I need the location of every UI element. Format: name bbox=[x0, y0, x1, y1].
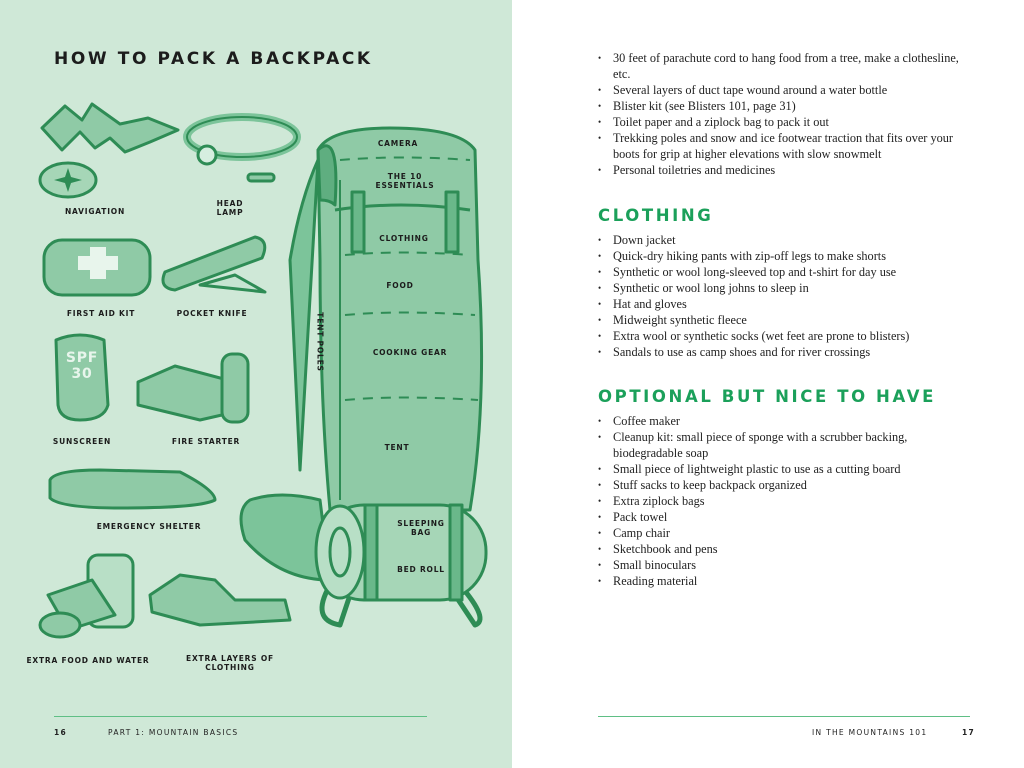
label-line: THE 10 bbox=[387, 172, 423, 181]
list-item: Cleanup kit: small piece of sponge with … bbox=[598, 429, 970, 461]
optional-list: Coffee makerCleanup kit: small piece of … bbox=[598, 413, 970, 589]
hip-belt bbox=[239, 493, 332, 582]
list-item: Sandals to use as camp shoes and for riv… bbox=[598, 344, 970, 360]
label-navigation: NAVIGATION bbox=[64, 207, 126, 216]
list-item: Extra wool or synthetic socks (wet feet … bbox=[598, 328, 970, 344]
clothing-icon bbox=[148, 573, 292, 627]
fire-starter-icon bbox=[136, 364, 237, 422]
list-item: Trekking poles and snow and ice footwear… bbox=[598, 130, 970, 162]
label-camera: CAMERA bbox=[377, 139, 419, 148]
label-line: ESSENTIALS bbox=[375, 181, 435, 190]
footer-rule bbox=[598, 716, 970, 717]
list-item: Coffee maker bbox=[598, 413, 970, 429]
sunscreen-icon bbox=[54, 333, 110, 422]
list-item: Synthetic or wool long johns to sleep in bbox=[598, 280, 970, 296]
list-item: Blister kit (see Blisters 101, page 31) bbox=[598, 98, 970, 114]
optional-heading: OPTIONAL BUT NICE TO HAVE bbox=[598, 387, 936, 406]
label-tent-poles: TENT POLES bbox=[315, 312, 325, 372]
gear-list: 30 feet of parachute cord to hang food f… bbox=[598, 50, 970, 178]
running-footer: IN THE MOUNTAINS 101 bbox=[812, 728, 928, 737]
label-line: BAG bbox=[410, 528, 432, 537]
list-item: Synthetic or wool long-sleeved top and t… bbox=[598, 264, 970, 280]
right-page: 30 feet of parachute cord to hang food f… bbox=[512, 0, 1024, 768]
list-item: Camp chair bbox=[598, 525, 970, 541]
label-line: CLOTHING bbox=[205, 663, 255, 672]
map-icon bbox=[40, 102, 180, 154]
list-item: Down jacket bbox=[598, 232, 970, 248]
list-item: Hat and gloves bbox=[598, 296, 970, 312]
list-item: Personal toiletries and medicines bbox=[598, 162, 970, 178]
label-line: EXTRA LAYERS OF bbox=[186, 654, 274, 663]
list-item: Stuff sacks to keep backpack organized bbox=[598, 477, 970, 493]
emergency-shelter-icon bbox=[48, 468, 217, 510]
list-item: Reading material bbox=[598, 573, 970, 589]
pocket-knife-icon bbox=[161, 235, 267, 292]
list-item: Sketchbook and pens bbox=[598, 541, 970, 557]
label-clothing: CLOTHING bbox=[379, 234, 429, 243]
label-extra-food-water: EXTRA FOOD AND WATER bbox=[26, 656, 150, 665]
label-first-aid-kit: FIRST AID KIT bbox=[66, 309, 136, 318]
footer-rule bbox=[54, 716, 427, 717]
backpack-illustration bbox=[38, 102, 488, 639]
page-number: 16 bbox=[54, 728, 68, 737]
page-number: 17 bbox=[962, 728, 976, 737]
label-line: HEAD bbox=[216, 199, 244, 208]
list-item: Small binoculars bbox=[598, 557, 970, 573]
list-item: Quick-dry hiking pants with zip-off legs… bbox=[598, 248, 970, 264]
list-item: Pack towel bbox=[598, 509, 970, 525]
list-item: Extra ziplock bags bbox=[598, 493, 970, 509]
label-sunscreen: SUNSCREEN bbox=[52, 437, 112, 446]
label-food: FOOD bbox=[386, 281, 414, 290]
label-fire-starter: FIRE STARTER bbox=[171, 437, 241, 446]
running-footer: PART 1: MOUNTAIN BASICS bbox=[108, 728, 239, 737]
clothing-heading: CLOTHING bbox=[598, 206, 714, 225]
label-cooking-gear: COOKING GEAR bbox=[372, 348, 448, 357]
label-line: LAMP bbox=[216, 208, 244, 217]
list-item: 30 feet of parachute cord to hang food f… bbox=[598, 50, 970, 82]
label-line: SPF bbox=[65, 350, 99, 366]
label-emergency-shelter: EMERGENCY SHELTER bbox=[96, 522, 202, 531]
label-pocket-knife: POCKET KNIFE bbox=[176, 309, 248, 318]
list-item: Midweight synthetic fleece bbox=[598, 312, 970, 328]
label-tent: TENT bbox=[384, 443, 410, 452]
list-item: Several layers of duct tape wound around… bbox=[598, 82, 970, 98]
label-line: 30 bbox=[71, 366, 93, 382]
label-bed-roll: BED ROLL bbox=[397, 565, 445, 574]
list-item: Small piece of lightweight plastic to us… bbox=[598, 461, 970, 477]
page-title: HOW TO PACK A BACKPACK bbox=[54, 49, 373, 69]
backpack-frame bbox=[288, 158, 320, 472]
clothing-list: Down jacketQuick-dry hiking pants with z… bbox=[598, 232, 970, 360]
label-line: SLEEPING bbox=[397, 519, 445, 528]
list-item: Toilet paper and a ziplock bag to pack i… bbox=[598, 114, 970, 130]
